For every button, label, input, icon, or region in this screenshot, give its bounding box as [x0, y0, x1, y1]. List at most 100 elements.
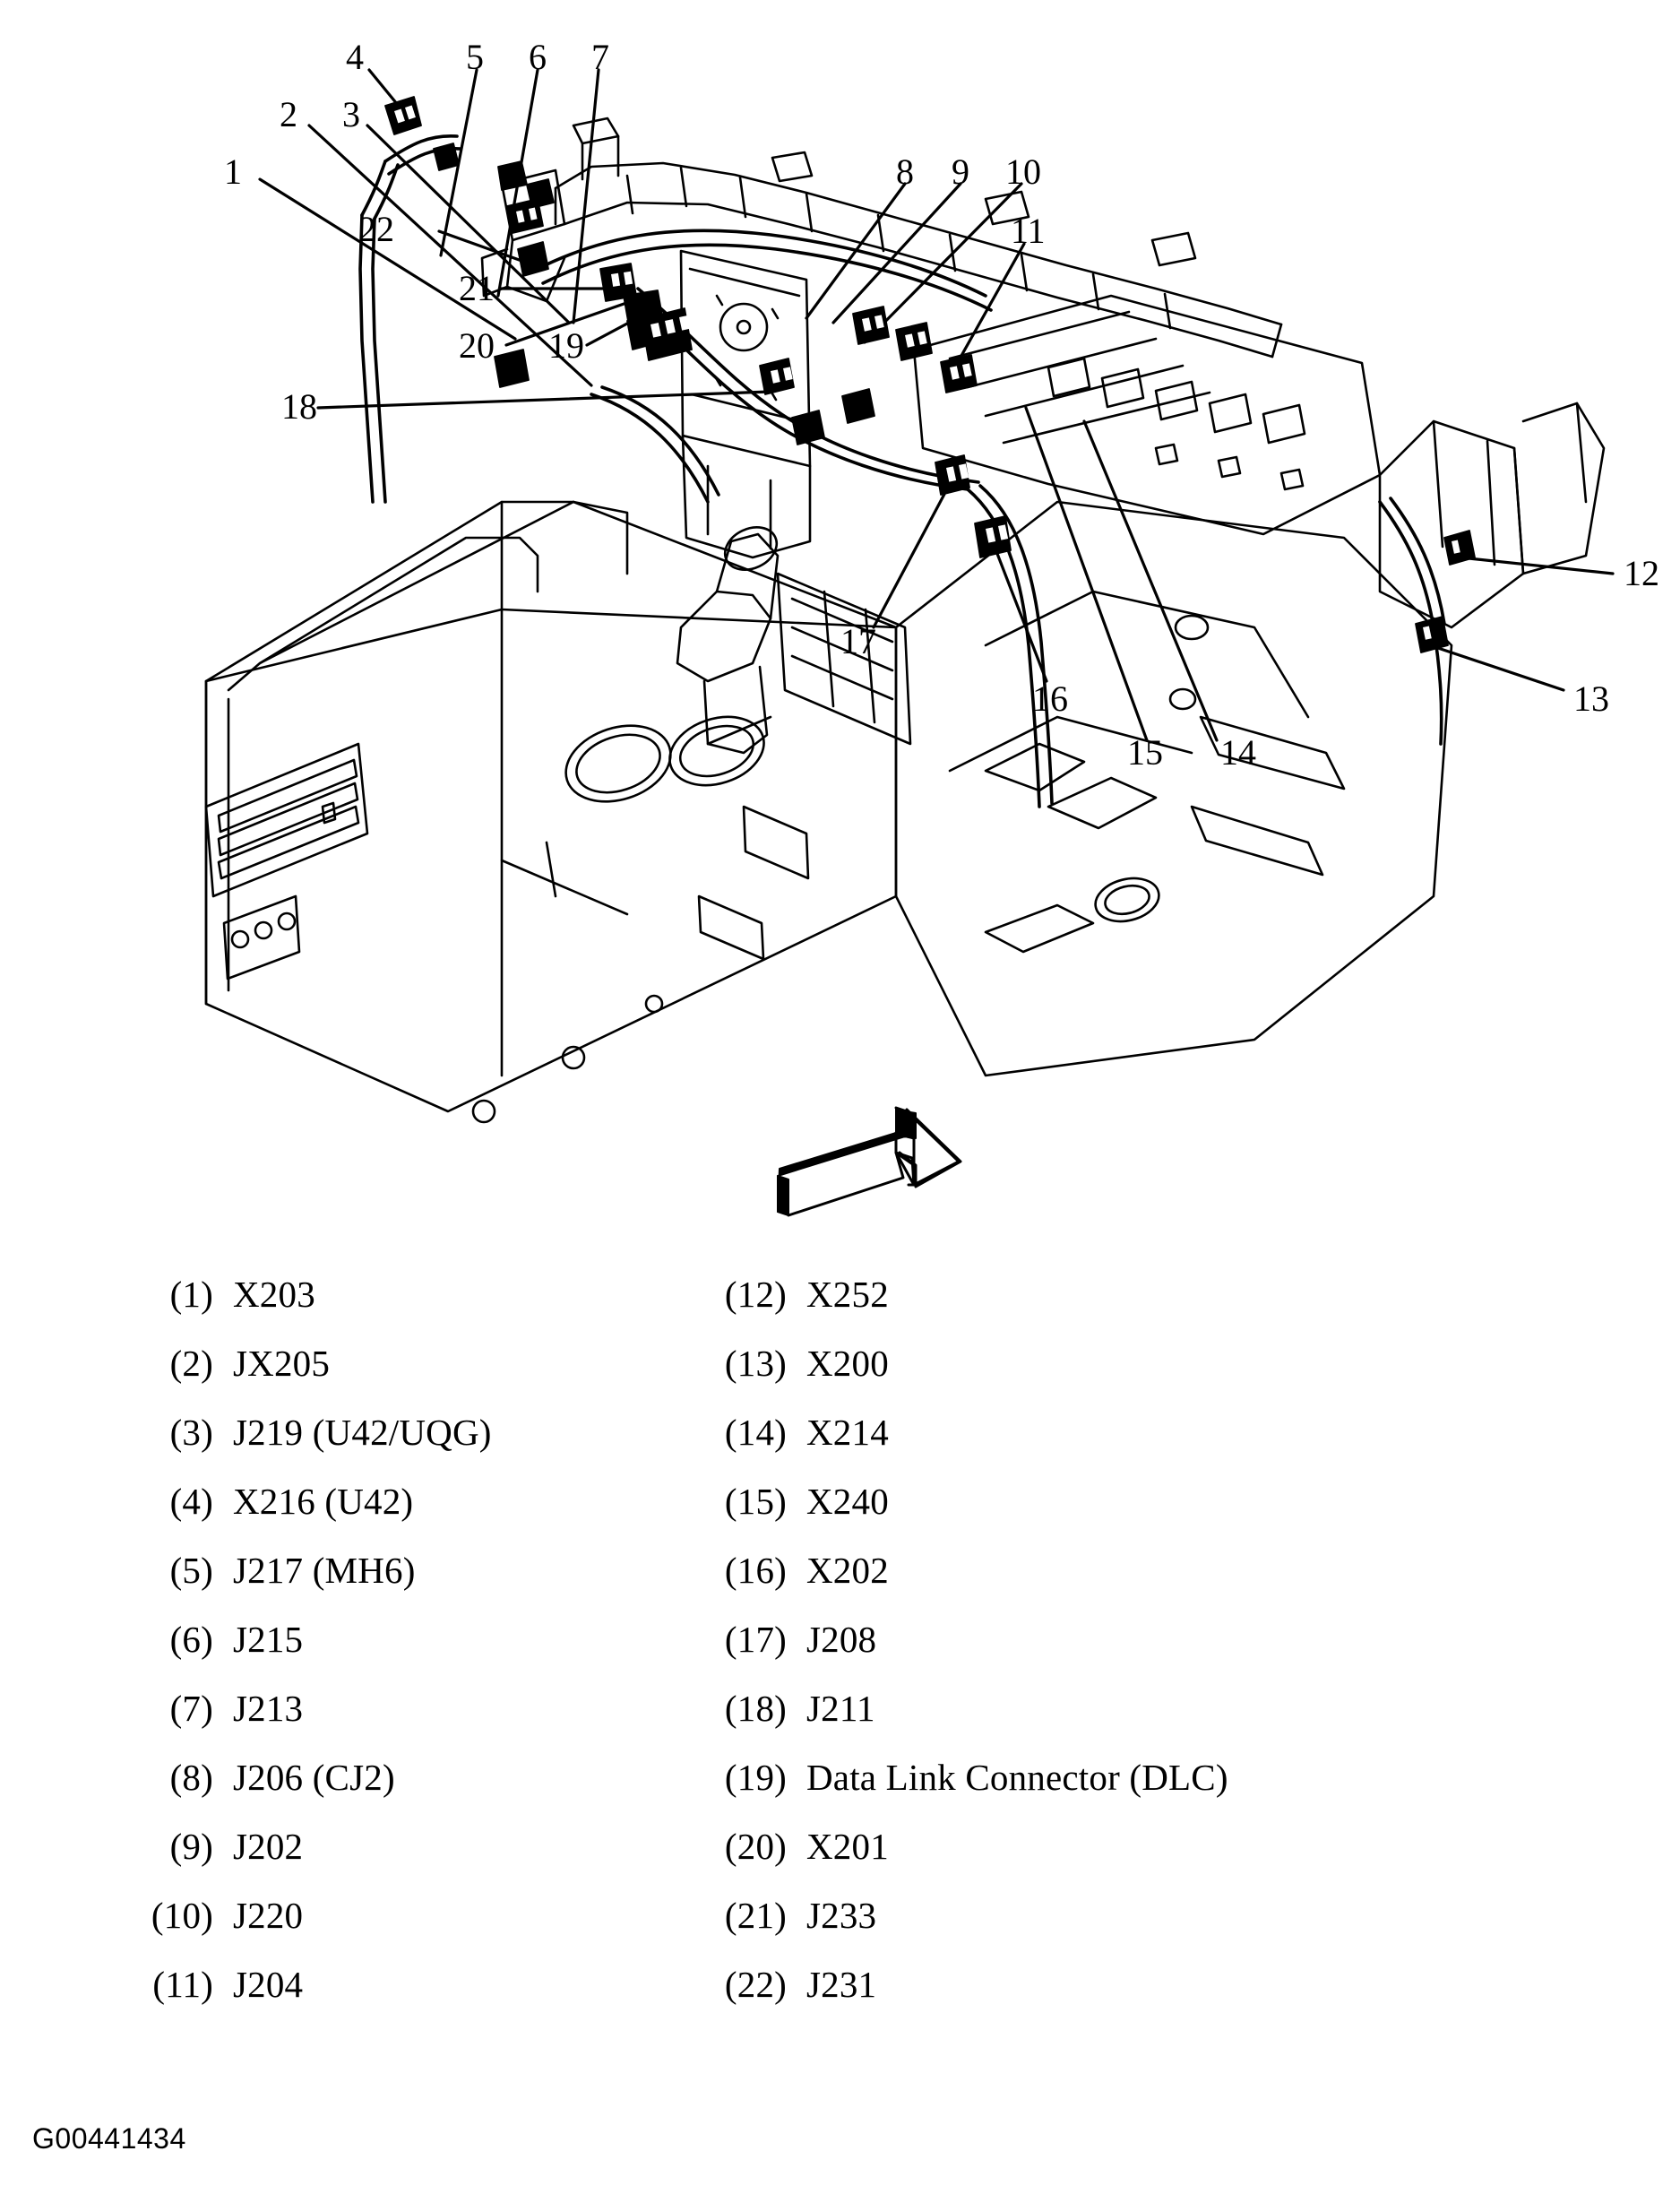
legend-number: (11): [152, 1964, 213, 2005]
leader-lines: [258, 68, 1615, 742]
legend-label: X214: [806, 1412, 889, 1453]
callout-12: 12: [1624, 553, 1659, 593]
legend-item: (14) X214: [681, 1411, 1487, 1480]
callout-9: 9: [952, 151, 969, 192]
legend-number: (9): [169, 1826, 213, 1867]
callout-21: 21: [459, 268, 495, 308]
callout-3: 3: [342, 94, 360, 134]
legend-label: J233: [806, 1895, 877, 1936]
legend-label: X201: [806, 1826, 889, 1867]
diagram-line-art: [204, 68, 1615, 1217]
legend-item: (19) Data Link Connector (DLC): [681, 1756, 1487, 1825]
legend-number: (15): [724, 1481, 787, 1522]
connector-pins: [394, 105, 1460, 640]
legend-item: (3) J219 (U42/UQG): [108, 1411, 690, 1480]
callout-8: 8: [896, 151, 914, 192]
component-legend: (1) X203 (2) JX205 (3) J219 (U42/UQG) (4…: [0, 1273, 1680, 2133]
legend-item: (6) J215: [108, 1618, 690, 1687]
legend-number: (18): [724, 1688, 787, 1729]
callout-6: 6: [529, 37, 547, 77]
legend-label: X216 (U42): [233, 1481, 414, 1522]
legend-number: (6): [169, 1619, 213, 1660]
legend-item: (21) J233: [681, 1894, 1487, 1963]
legend-item: (5) J217 (MH6): [108, 1549, 690, 1618]
legend-item: (22) J231: [681, 1963, 1487, 2032]
legend-number: (14): [724, 1412, 787, 1453]
callout-14: 14: [1220, 732, 1256, 773]
callout-7: 7: [591, 37, 609, 77]
callout-2: 2: [280, 94, 297, 134]
figure-id: G00441434: [32, 2122, 186, 2155]
callout-11: 11: [1011, 211, 1046, 251]
legend-item: (17) J208: [681, 1618, 1487, 1687]
legend-item: (18) J211: [681, 1687, 1487, 1756]
legend-label: J231: [806, 1964, 877, 2005]
legend-number: (20): [724, 1826, 787, 1867]
callout-5: 5: [466, 37, 484, 77]
legend-number: (5): [169, 1550, 213, 1591]
legend-item: (11) J204: [108, 1963, 690, 2032]
legend-item: (2) JX205: [108, 1342, 690, 1411]
callout-20: 20: [459, 325, 495, 366]
legend-label: J211: [806, 1688, 875, 1729]
legend-left-column: (1) X203 (2) JX205 (3) J219 (U42/UQG) (4…: [108, 1273, 690, 2032]
legend-label: J217 (MH6): [233, 1550, 416, 1591]
callout-1: 1: [224, 151, 242, 192]
legend-item: (10) J220: [108, 1894, 690, 1963]
legend-label: JX205: [233, 1343, 331, 1384]
legend-number: (1): [169, 1274, 213, 1315]
legend-item: (15) X240: [681, 1480, 1487, 1549]
legend-right-column: (12) X252 (13) X200 (14) X214 (15) X240 …: [681, 1273, 1487, 2032]
legend-number: (8): [169, 1757, 213, 1798]
legend-number: (7): [169, 1688, 213, 1729]
legend-item: (20) X201: [681, 1825, 1487, 1894]
data-link-connector: [641, 307, 693, 361]
legend-item: (1) X203: [108, 1273, 690, 1342]
legend-label: J219 (U42/UQG): [233, 1412, 492, 1453]
legend-label: J220: [233, 1895, 304, 1936]
legend-label: X203: [233, 1274, 315, 1315]
callout-19: 19: [548, 325, 584, 366]
legend-number: (2): [169, 1343, 213, 1384]
callout-4: 4: [346, 37, 364, 77]
callout-13: 13: [1573, 678, 1609, 719]
legend-number: (22): [724, 1964, 787, 2005]
legend-label: J202: [233, 1826, 304, 1867]
legend-label: X252: [806, 1274, 889, 1315]
legend-item: (7) J213: [108, 1687, 690, 1756]
legend-number: (16): [724, 1550, 787, 1591]
legend-label: X202: [806, 1550, 889, 1591]
legend-label: X200: [806, 1343, 889, 1384]
legend-label: X240: [806, 1481, 889, 1522]
legend-item: (9) J202: [108, 1825, 690, 1894]
passenger-side-panel: [912, 294, 1606, 629]
callout-15: 15: [1127, 732, 1163, 773]
center-console: [204, 500, 912, 1124]
legend-label: J215: [233, 1619, 304, 1660]
legend-number: (13): [724, 1343, 787, 1384]
callout-18: 18: [281, 386, 317, 427]
legend-number: (12): [724, 1274, 787, 1315]
callout-10: 10: [1005, 151, 1041, 192]
legend-item: (8) J206 (CJ2): [108, 1756, 690, 1825]
legend-label: J208: [806, 1619, 877, 1660]
legend-number: (4): [169, 1481, 213, 1522]
legend-item: (13) X200: [681, 1342, 1487, 1411]
forward-direction-arrow: [777, 1106, 962, 1217]
legend-number: (3): [169, 1412, 213, 1453]
floor-tunnel: [894, 500, 1453, 1077]
legend-item: (16) X202: [681, 1549, 1487, 1618]
legend-label: Data Link Connector (DLC): [806, 1757, 1228, 1798]
legend-number: (17): [724, 1619, 787, 1660]
callout-17: 17: [840, 621, 876, 661]
legend-number: (19): [724, 1757, 787, 1798]
legend-number: (21): [724, 1895, 787, 1936]
harness-connectors: [384, 96, 1476, 653]
legend-label: J213: [233, 1688, 304, 1729]
legend-item: (4) X216 (U42): [108, 1480, 690, 1549]
legend-number: (10): [151, 1895, 213, 1936]
legend-label: J206 (CJ2): [233, 1757, 395, 1798]
callout-22: 22: [358, 209, 394, 249]
wiring-harness-diagram: 1 2 3 4 5 6 7 8 9 10 11 12 13 14 15 16 1…: [204, 37, 1659, 1217]
legend-item: (12) X252: [681, 1273, 1487, 1342]
